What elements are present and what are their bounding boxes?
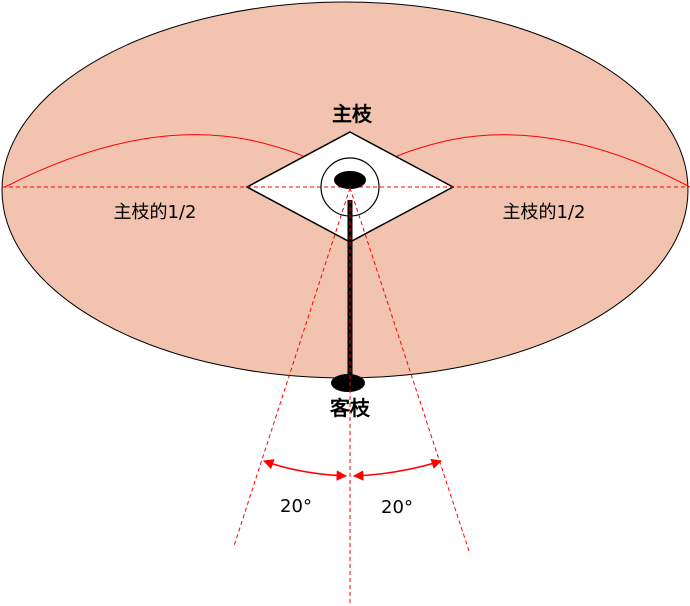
guest-branch-node: [331, 374, 365, 392]
angle-label-right: 20°: [381, 497, 413, 518]
half-main-label-right: 主枝的1/2: [503, 202, 586, 223]
main-branch-label: 主枝: [332, 102, 373, 126]
angle-label-left: 20°: [280, 496, 312, 517]
angle-arc-left: [263, 459, 348, 481]
half-main-label-left: 主枝的1/2: [114, 202, 197, 223]
angle-arc-right: [352, 458, 443, 481]
angle-guide-right: [349, 187, 471, 555]
guest-branch-label: 客枝: [329, 396, 371, 420]
main-branch-node: [334, 171, 366, 189]
